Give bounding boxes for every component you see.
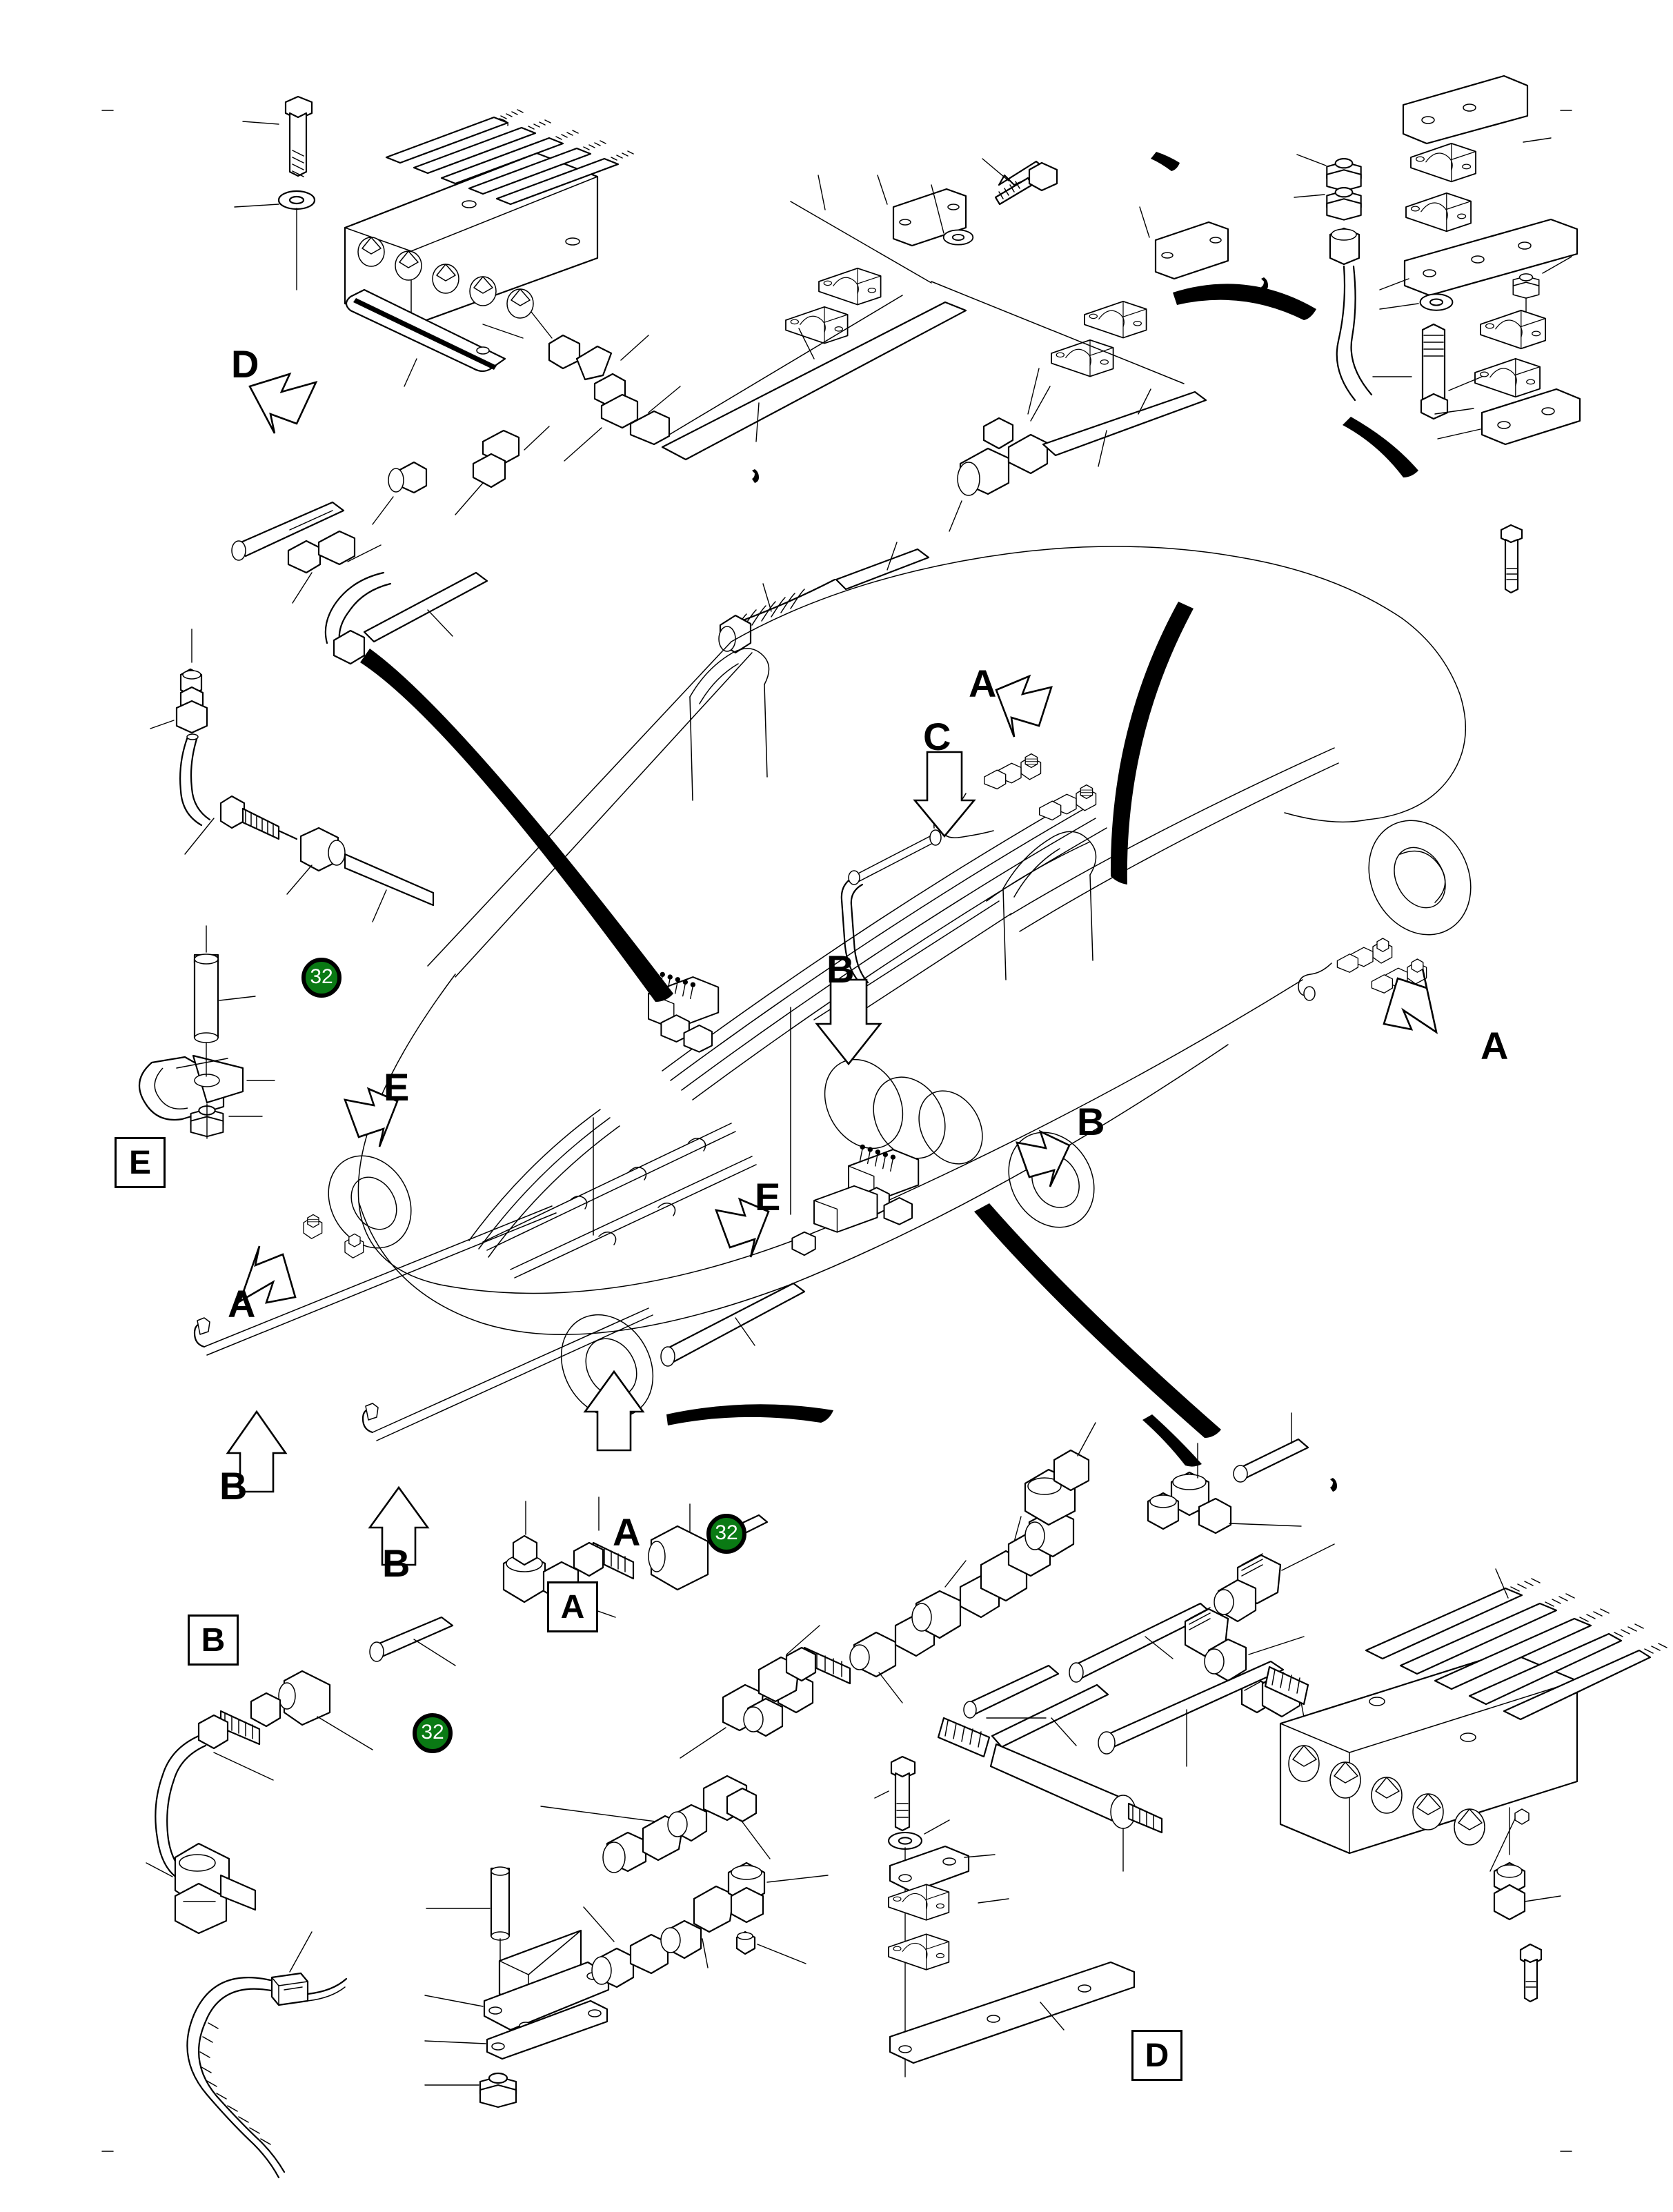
bent-hose-tee-assembly — [146, 1616, 456, 1935]
cable-tie — [186, 1931, 348, 2179]
spring-eye-clamp-assembly — [138, 925, 275, 1139]
section-box-a: A — [547, 1581, 598, 1632]
callout-arrows — [226, 372, 1438, 1566]
reference-badge-32: 32 — [301, 958, 341, 998]
section-box-d: D — [1131, 2030, 1182, 2081]
arrow-callout-label-b-4: B — [1077, 1100, 1105, 1143]
clamp-bracket-stack — [874, 1717, 1163, 2077]
black-leader-curves — [360, 152, 1221, 1467]
bottom-fitting-chain — [502, 1422, 1213, 1759]
arrow-callout-label-c-2: C — [923, 715, 951, 758]
section-box-b: B — [188, 1614, 239, 1666]
arrow-callout-label-a-1: A — [969, 662, 997, 705]
arrow-callout-label-e-7: E — [755, 1175, 781, 1218]
arrow-callout-label-d-0: D — [231, 342, 259, 386]
arrow-callout-label-a-11: A — [613, 1510, 641, 1554]
elbow-hose-assembly — [150, 629, 435, 922]
section-box-e: E — [115, 1137, 166, 1188]
manifold-block-assembly — [234, 95, 634, 387]
boom-arm-assembly — [193, 546, 1472, 1441]
hose-clamp-assembly — [785, 158, 1229, 415]
reference-badge-32: 32 — [706, 1514, 746, 1554]
arrow-callout-label-a-8: A — [228, 1282, 256, 1325]
tube-union-assembly — [1173, 154, 1418, 477]
distribution-manifold-assembly — [1098, 1412, 1667, 2003]
clamp-plate-stack — [1372, 75, 1581, 594]
arrow-callout-label-b-9: B — [219, 1464, 248, 1508]
solenoid-valve-assembly — [424, 1775, 829, 2109]
arrow-callout-label-a-5: A — [1481, 1024, 1509, 1067]
stray-marks — [752, 277, 1337, 1492]
upper-hose-run — [231, 201, 1207, 665]
reference-badge-32: 32 — [413, 1713, 453, 1753]
arrow-callout-label-b-3: B — [826, 947, 855, 991]
arrow-callout-label-e-6: E — [384, 1065, 410, 1109]
arrow-callout-label-b-10: B — [382, 1541, 410, 1585]
